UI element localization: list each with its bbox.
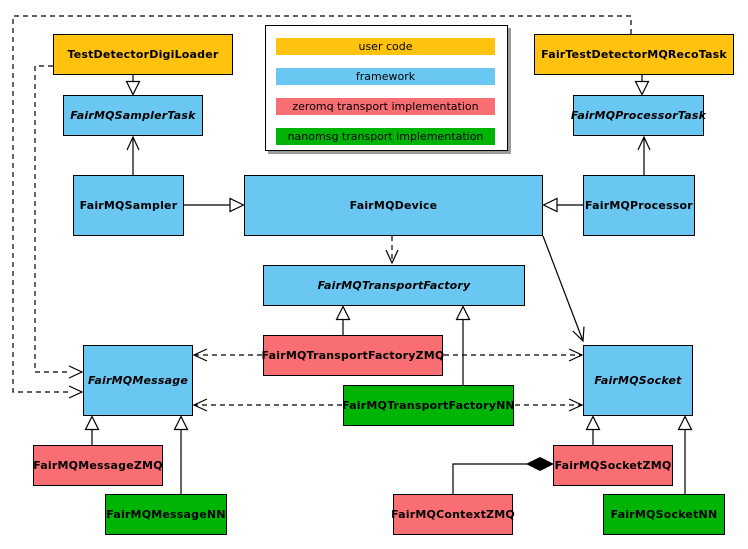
node-fairmq-processor: FairMQProcessor: [583, 175, 695, 236]
edge-recotask-inherits-processortask: [634, 75, 650, 96]
edge-tfnn-depends-socket: [515, 398, 584, 412]
edge-tfnn-inherits-transportfactory: [455, 305, 471, 385]
edge-tfzmq-depends-socket: [444, 348, 584, 362]
edge-processor-inherits-device: [542, 197, 583, 213]
edge-context-composed-in-sockzmq: [452, 456, 555, 494]
edge-processor-uses-processortask: [637, 135, 651, 175]
legend-item-user-code: user code: [276, 38, 495, 55]
edge-socknn-inherits-socket: [677, 415, 693, 494]
node-fairmq-transport-factory-zmq: FairMQTransportFactoryZMQ: [262, 335, 444, 376]
node-fairmq-socket-nn: FairMQSocketNN: [603, 494, 725, 535]
legend-item-nanomsg: nanomsg transport implementation: [276, 128, 495, 145]
node-fairmq-transport-factory: FairMQTransportFactory: [263, 265, 525, 306]
node-fairmq-sampler-task: FairMQSamplerTask: [63, 95, 203, 136]
edge-sampler-inherits-device: [184, 197, 245, 213]
node-test-detector-digi-loader: TestDetectorDigiLoader: [53, 34, 233, 75]
edge-sampler-uses-samplertask: [126, 135, 140, 175]
node-fairmq-transport-factory-nn: FairMQTransportFactoryNN: [342, 385, 515, 426]
node-fairmq-socket: FairMQSocket: [583, 345, 693, 416]
node-fair-test-detector-mq-reco-task: FairTestDetectorMQRecoTask: [534, 34, 734, 75]
node-fairmq-context-zmq: FairMQContextZMQ: [391, 494, 515, 535]
edge-tfnn-depends-message: [192, 398, 342, 412]
edge-recotask-depends-message: [12, 15, 632, 399]
node-fairmq-message-nn: FairMQMessageNN: [105, 494, 227, 535]
edge-tfzmq-depends-message: [192, 348, 262, 362]
node-fairmq-sampler: FairMQSampler: [73, 175, 184, 236]
edge-msgzmq-inherits-message: [84, 415, 100, 445]
node-fairmq-message: FairMQMessage: [83, 345, 193, 416]
node-fairmq-device: FairMQDevice: [244, 175, 543, 236]
legend: user code framework zeromq transport imp…: [265, 25, 508, 151]
node-fairmq-message-zmq: FairMQMessageZMQ: [33, 445, 163, 486]
edge-msgnn-inherits-message: [173, 415, 189, 494]
legend-item-zeromq: zeromq transport implementation: [276, 98, 495, 115]
edge-device-depends-transportfactory: [385, 236, 399, 265]
edge-loader-inherits-samplertask: [125, 75, 141, 96]
edge-device-uses-socket: [542, 235, 585, 343]
edge-loader-depends-message: [34, 65, 84, 379]
edge-tfzmq-inherits-transportfactory: [335, 305, 351, 335]
node-fairmq-processor-task: FairMQProcessorTask: [571, 95, 706, 136]
node-fairmq-socket-zmq: FairMQSocketZMQ: [553, 445, 673, 486]
legend-item-framework: framework: [276, 68, 495, 85]
edge-sockzmq-inherits-socket: [585, 415, 601, 445]
